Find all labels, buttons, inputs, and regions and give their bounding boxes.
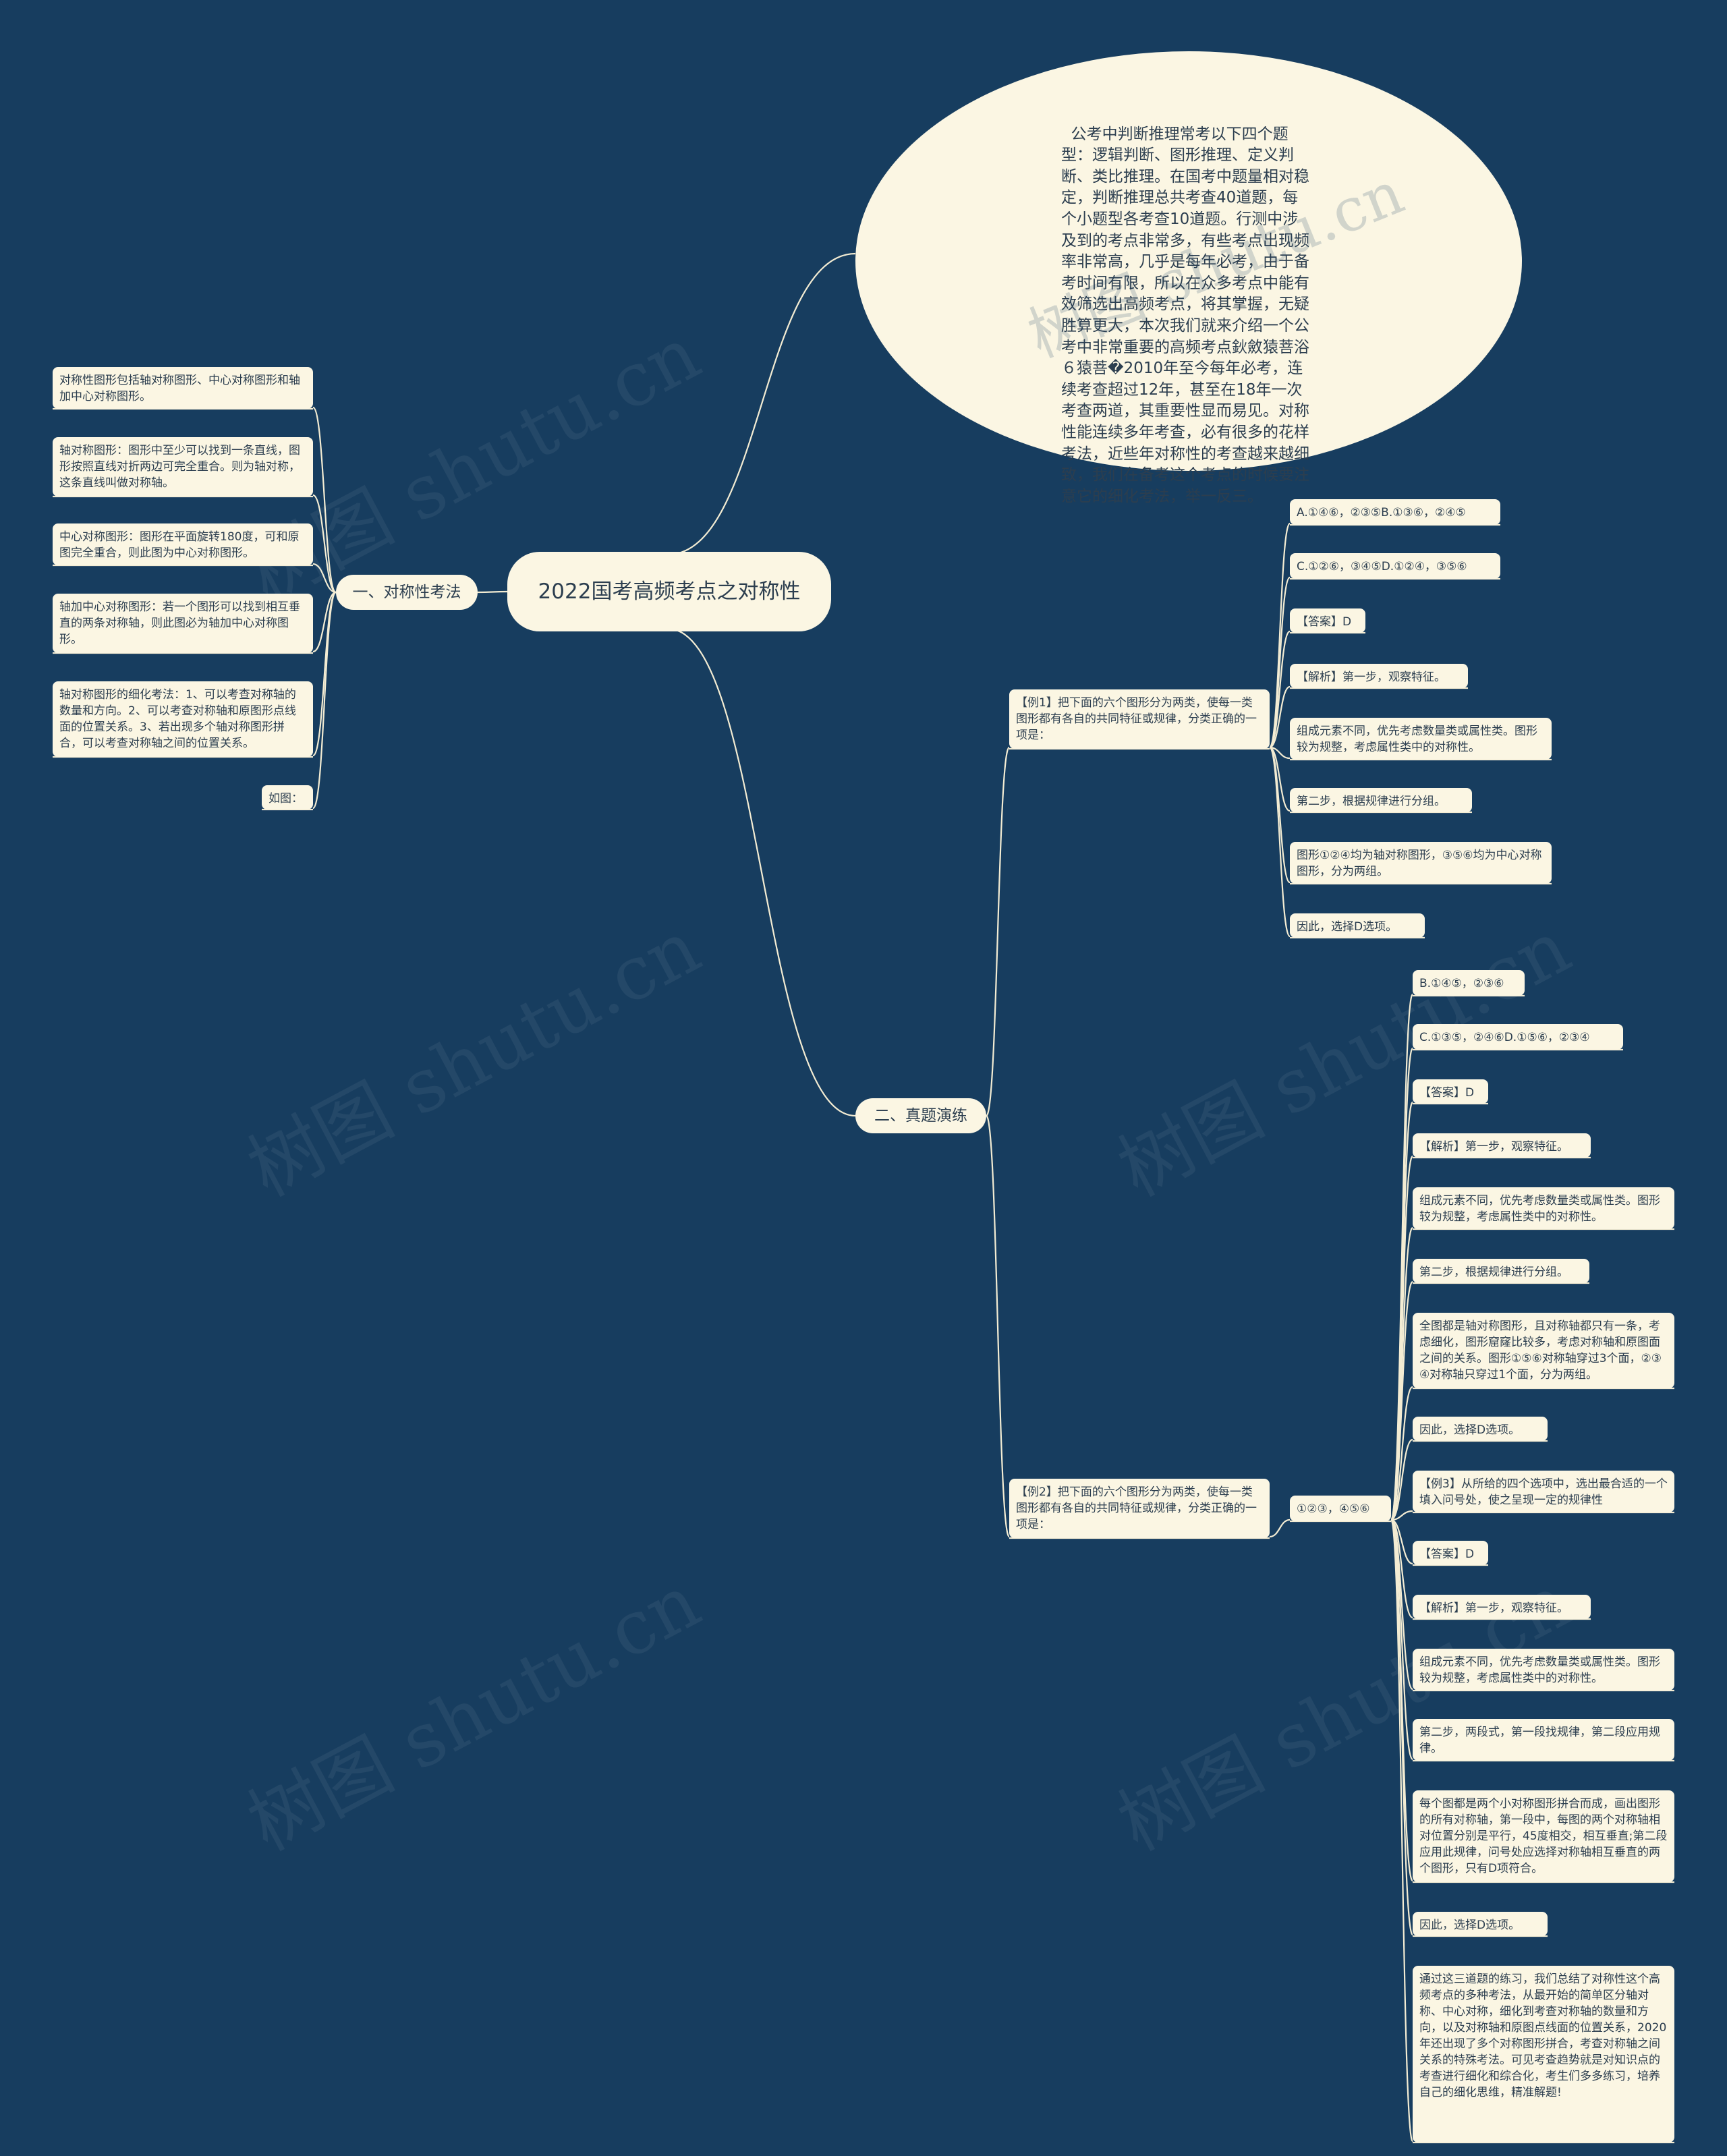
center-topic[interactable]: 2022国考高频考点之对称性 (507, 552, 831, 631)
connector-mid-child (1390, 1519, 1413, 1619)
example-3-question[interactable]: 【例3】从所给的四个选项中，选出最合适的一个填入问号处，使之呈现一定的规律性 (1413, 1471, 1674, 1512)
summary-node[interactable]: 通过这三道题的练习，我们总结了对称性这个高频考点的多种考法，从最开始的简单区分轴… (1413, 1966, 1674, 2143)
example-2-step[interactable]: 第二步，根据规律进行分组。 (1413, 1259, 1589, 1283)
example-2-option[interactable]: C.①③⑤，②④⑥D.①⑤⑥，②③④ (1413, 1024, 1623, 1050)
connector-example1-child (1268, 630, 1291, 749)
example-1-answer[interactable]: 【答案】D (1290, 608, 1365, 633)
example-2-option[interactable]: ①②③，④⑤⑥ (1290, 1496, 1391, 1521)
connector-example1-child (1269, 685, 1291, 749)
example-3-analysis[interactable]: 【解析】第一步，观察特征。 (1413, 1595, 1591, 1619)
example-2-answer[interactable]: 【答案】D (1413, 1079, 1488, 1104)
example-1-question[interactable]: 【例1】把下面的六个图形分为两类，使每一类图形都有各自的共同特征或规律，分类正确… (1009, 689, 1270, 749)
branch-real-exam-practice[interactable]: 二、真题演练 (855, 1098, 986, 1133)
list-item[interactable]: 对称性图形包括轴对称图形、中心对称图形和轴加中心对称图形。 (53, 367, 313, 409)
example-3-step[interactable]: 组成元素不同，优先考虑数量类或属性类。图形较为规整，考虑属性类中的对称性。 (1413, 1649, 1674, 1691)
example-2-question[interactable]: 【例2】把下面的六个图形分为两类，使每一类图形都有各自的共同特征或规律，分类正确… (1009, 1479, 1270, 1538)
example-1-step[interactable]: 组成元素不同，优先考虑数量类或属性类。图形较为规整，考虑属性类中的对称性。 (1290, 718, 1552, 760)
example-1-analysis[interactable]: 【解析】第一步，观察特征。 (1290, 664, 1468, 688)
example-1-step[interactable]: 第二步，根据规律进行分组。 (1290, 788, 1472, 812)
example-2-analysis[interactable]: 【解析】第一步，观察特征。 (1413, 1133, 1591, 1158)
example-2-step[interactable]: 全图都是轴对称图形，且对称轴都只有一条，考虑细化，图形窟窿比较多，考虑对称轴和原… (1413, 1313, 1674, 1388)
connector-mid-child (1390, 1519, 1414, 2143)
connector-example1-child (1269, 746, 1291, 812)
list-item[interactable]: 轴加中心对称图形：若一个图形可以找到相互垂直的两条对称轴，则此图必为轴加中心对称… (53, 594, 313, 653)
list-item[interactable]: 轴对称图形的细化考法：1、可以考查对称轴的数量和方向。2、可以考查对称轴和原图形… (53, 681, 313, 757)
example-3-step[interactable]: 每个图都是两个小对称图形拼合而成，画出图形的所有对称轴，第一段中，每图的两个对称… (1413, 1790, 1674, 1882)
connector-branch1-item (312, 494, 337, 594)
connector-mid-child (1390, 1519, 1414, 1936)
connector-mid-child (1390, 1438, 1413, 1521)
example-3-step[interactable]: 第二步，两段式，第一段找规律，第二段应用规律。 (1413, 1719, 1674, 1761)
example-3-conclusion[interactable]: 因此，选择D选项。 (1413, 1912, 1548, 1936)
connector-branch1-item (312, 591, 337, 757)
connector-mid-child (1390, 1280, 1414, 1521)
example-2-step[interactable]: 组成元素不同，优先考虑数量类或属性类。图形较为规整，考虑属性类中的对称性。 (1413, 1187, 1674, 1229)
connector-branch1-item (312, 406, 337, 594)
connector-branch2-example (985, 1114, 1011, 1538)
connector-example1-child (1268, 746, 1291, 938)
connector-branch2-example (985, 746, 1011, 1117)
intro-text: 公考中判断推理常考以下四个题型：逻辑判断、图形推理、定义判断、类比推理。在国考中… (1061, 125, 1309, 505)
list-item[interactable]: 如图： (262, 785, 313, 810)
example-3-answer[interactable]: 【答案】D (1413, 1541, 1488, 1565)
intro-ellipse-node[interactable]: 公考中判断推理常考以下四个题型：逻辑判断、图形推理、定义判断、类比推理。在国考中… (855, 51, 1522, 505)
connector-center-branch2 (667, 627, 856, 1117)
connector-mid-child (1390, 1386, 1414, 1521)
example-1-option[interactable]: C.①②⑥，③④⑤D.①②④，③⑤⑥ (1290, 553, 1500, 579)
connector-mid-child (1390, 1510, 1413, 1521)
example-2-conclusion[interactable]: 因此，选择D选项。 (1413, 1417, 1548, 1441)
example-1-step[interactable]: 图形①②④均为轴对称图形，③⑤⑥均为中心对称图形，分为两组。 (1290, 842, 1552, 884)
connector-example2-mid (1269, 1519, 1291, 1538)
connector-mid-child (1390, 1519, 1414, 1761)
connector-example1-child (1268, 746, 1291, 884)
connector-branch1-item (312, 591, 337, 653)
connector-mid-child (1390, 1519, 1413, 1565)
connector-branch1-item (312, 591, 337, 810)
example-1-conclusion[interactable]: 因此，选择D选项。 (1290, 913, 1425, 938)
connector-center-intro (667, 252, 856, 556)
connector-example1-child (1268, 576, 1291, 749)
example-2-option[interactable]: B.①④⑤，②③⑥ (1413, 970, 1525, 996)
connector-branch1-item (312, 563, 337, 594)
connector-mid-child (1390, 1155, 1414, 1521)
list-item[interactable]: 中心对称图形：图形在平面旋转180度，可和原图完全重合，则此图为中心对称图形。 (53, 523, 313, 565)
branch-symmetry-methods[interactable]: 一、对称性考法 (336, 575, 478, 610)
example-1-option[interactable]: A.①④⑥，②③⑤B.①③⑥，②④⑤ (1290, 499, 1500, 525)
list-item[interactable]: 轴对称图形：图形中至少可以找到一条直线，图形按照直线对折两边可完全重合。则为轴对… (53, 437, 313, 497)
